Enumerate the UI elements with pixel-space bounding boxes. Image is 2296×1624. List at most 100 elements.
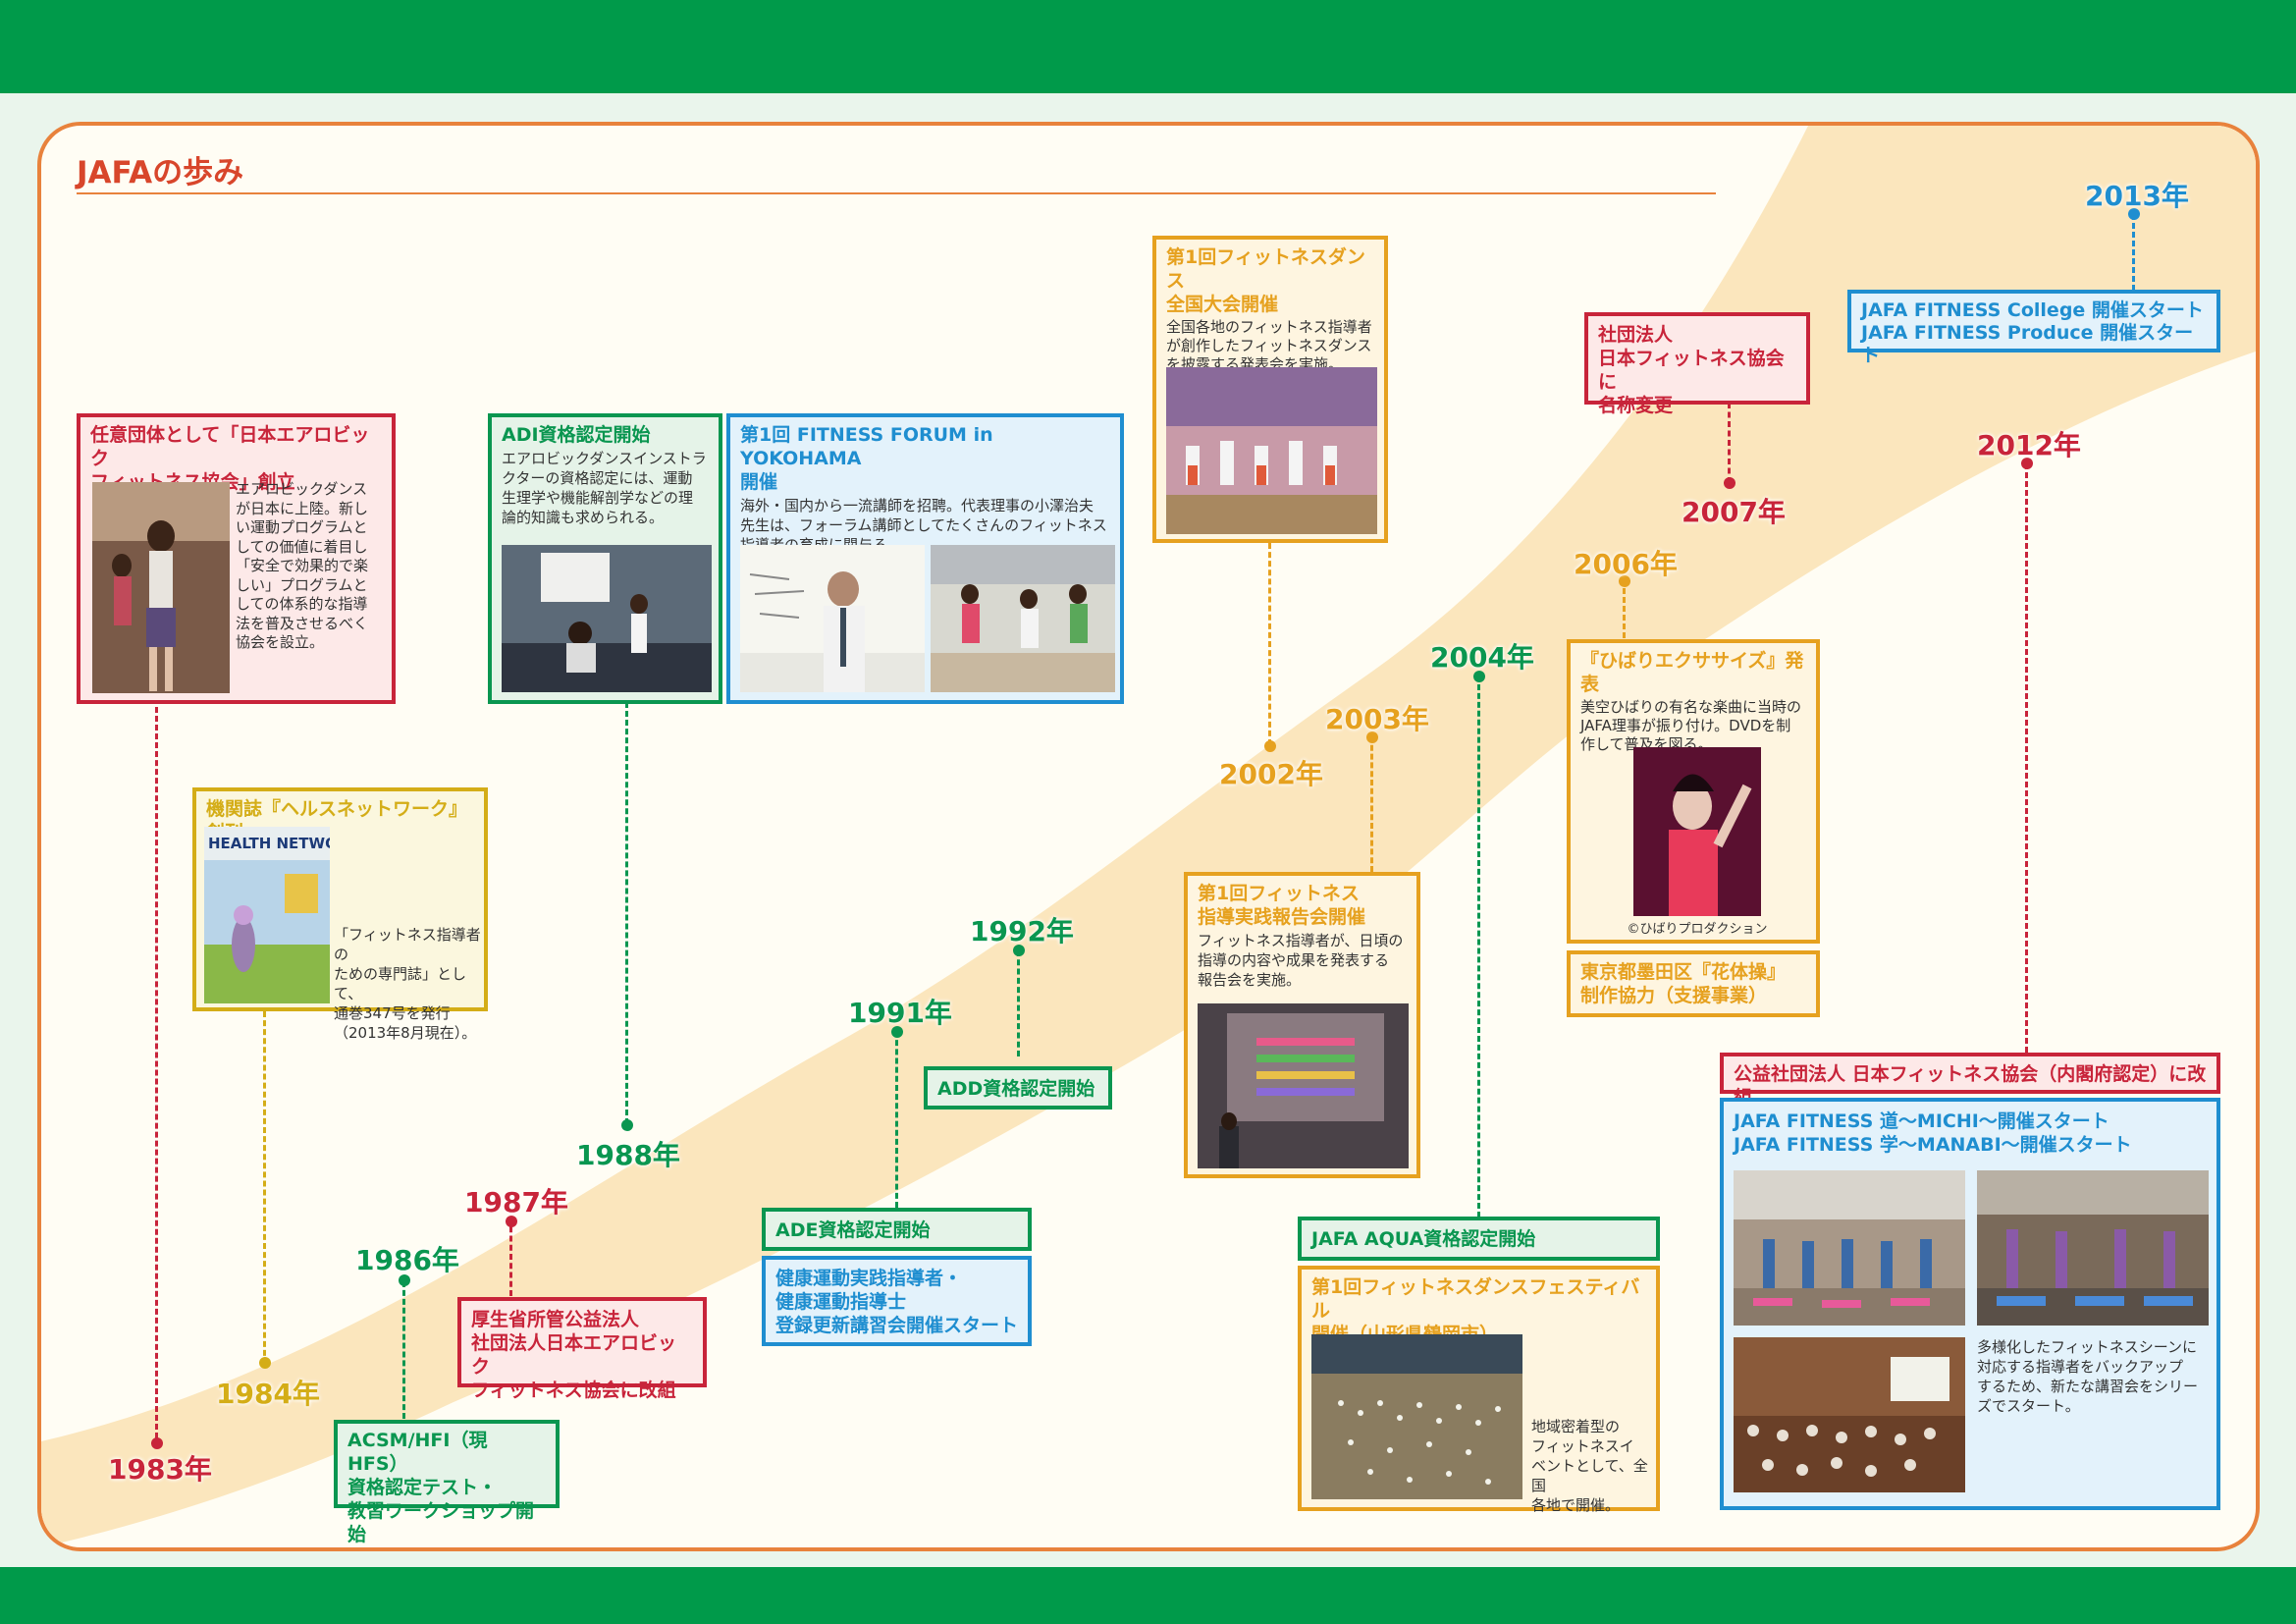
title-underline (77, 192, 1716, 194)
connector-1984 (263, 1011, 266, 1365)
year-2002: 2002年 (1219, 758, 1323, 790)
dot-2006 (1619, 575, 1630, 587)
year-1986: 1986年 (355, 1244, 459, 1276)
event-1986-card: ACSM/HFI（現HFS） 資格認定テスト・ 教習ワークショップ開始 (334, 1420, 560, 1545)
event-2006b-heading: 東京都墨田区『花体操』 制作協力（支援事業） (1580, 961, 1787, 1006)
event-1983-text: エアロビックダンス が日本に上陸。新し い運動プログラムと しての価値に着目し … (236, 480, 369, 651)
dot-2003 (1366, 731, 1378, 743)
event-2012b-text: 多様化したフィットネスシーンに 対応する指導者をバックアップ するため、新たな講… (1977, 1338, 2199, 1415)
year-2007: 2007年 (1682, 496, 1786, 528)
event-forum-card: 第1回 FITNESS FORUM in YOKOHAMA 開催 海外・国内から… (726, 413, 1124, 704)
forum-dance-photo (931, 545, 1115, 692)
connector-2003 (1370, 736, 1373, 872)
event-1991a-heading: ADE資格認定開始 (775, 1219, 931, 1241)
event-2003-card: 第1回フィットネス 指導実践報告会開催 フィットネス指導者が、日頃の 指導の内容… (1184, 872, 1420, 1178)
event-1992-heading: ADD資格認定開始 (937, 1078, 1095, 1100)
event-2007-heading: 社団法人 日本フィットネス協会に 名称変更 (1598, 324, 1785, 416)
aerobics-photo (92, 482, 230, 693)
event-2006b-card: 東京都墨田区『花体操』 制作協力（支援事業） (1567, 950, 1820, 1017)
hibari-credit: ©ひばりプロダクション (1627, 922, 1768, 937)
connector-2002 (1268, 543, 1271, 745)
event-2007-card: 社団法人 日本フィットネス協会に 名称変更 (1584, 312, 1810, 416)
forum-lecturer-photo (740, 545, 925, 692)
dot-1988 (621, 1119, 633, 1131)
event-1988-text: エアロビックダンスインストラ クターの資格認定には、運動 生理学や機能解剖学など… (502, 450, 707, 526)
event-2006a-text: 美空ひばりの有名な楽曲に当時の JAFA理事が振り付け。DVDを制 作して普及を… (1580, 698, 1802, 753)
event-2004a-card: JAFA AQUA資格認定開始 (1298, 1217, 1660, 1261)
connector-1992 (1017, 950, 1020, 1056)
page-title: JAFAの歩み (77, 155, 244, 190)
bottom-green-bar (0, 1567, 2296, 1624)
dance-contest-photo (1166, 367, 1377, 534)
connector-1987 (509, 1218, 512, 1296)
year-1984: 1984年 (216, 1378, 320, 1410)
year-2013: 2013年 (2085, 180, 2189, 212)
event-2012a-card: 公益社団法人 日本フィットネス協会（内閣府認定）に改組 (1720, 1053, 2220, 1109)
event-1991b-card: 健康運動実践指導者・ 健康運動指導士 登録更新講習会開催スタート (762, 1256, 1032, 1346)
event-1991a-card: ADE資格認定開始 (762, 1208, 1032, 1251)
michi-photo-2 (1977, 1170, 2209, 1326)
connector-2013 (2132, 214, 2135, 308)
connector-2006 (1623, 579, 1626, 638)
event-1988-card: ADI資格認定開始 エアロビックダンスインストラ クターの資格認定には、運動 生… (488, 413, 722, 704)
event-2013-heading: JAFA FITNESS College 開催スタート JAFA FITNESS… (1861, 299, 2204, 366)
connector-1988 (625, 702, 628, 1124)
connector-2007 (1728, 403, 1731, 483)
year-1992: 1992年 (970, 915, 1074, 947)
event-1983-card: 任意団体として「日本エアロビック フィットネス協会」創立 エアロビックダンス が… (77, 413, 396, 704)
dot-1992 (1013, 945, 1025, 956)
year-2003: 2003年 (1325, 703, 1429, 735)
event-2006a-heading: 『ひばりエクササイズ』発表 (1580, 650, 1804, 695)
dot-1986 (399, 1274, 410, 1286)
year-2006: 2006年 (1574, 548, 1678, 580)
dot-2013 (2128, 208, 2140, 220)
event-2012b-card: JAFA FITNESS 道〜MICHI〜開催スタート JAFA FITNESS… (1720, 1098, 2220, 1510)
diagonal-band (41, 126, 2256, 1547)
event-1986-heading: ACSM/HFI（現HFS） 資格認定テスト・ 教習ワークショップ開始 (347, 1430, 535, 1545)
magazine-cover: HEALTH NETWORK (204, 827, 330, 1003)
connector-1986 (402, 1281, 405, 1419)
event-2003-heading: 第1回フィットネス 指導実践報告会開催 (1198, 883, 1366, 928)
event-1987-card: 厚生省所管公益法人 社団法人日本エアロビック フィットネス協会に改組 (457, 1297, 707, 1401)
event-1987-heading: 厚生省所管公益法人 社団法人日本エアロビック フィットネス協会に改組 (471, 1309, 677, 1401)
year-1983: 1983年 (108, 1453, 212, 1486)
connector-1991 (895, 1031, 898, 1208)
event-forum-heading: 第1回 FITNESS FORUM in YOKOHAMA 開催 (740, 424, 993, 493)
connector-2012 (2025, 463, 2028, 1053)
event-1984-card: 機関誌『ヘルスネットワーク』創刊 HEALTH NETWORK 「フィットネス指… (192, 787, 488, 1042)
event-2003-text: フィットネス指導者が、日頃の 指導の内容や成果を発表する 報告会を実施。 (1198, 932, 1404, 989)
year-2004: 2004年 (1430, 641, 1534, 674)
event-2004b-text: 地域密着型の フィットネスイ ベントとして、全国 各地で開催。 (1531, 1418, 1648, 1514)
dot-1991 (891, 1026, 903, 1038)
event-2012b-heading: JAFA FITNESS 道〜MICHI〜開催スタート JAFA FITNESS… (1734, 1110, 2132, 1156)
magazine-title: HEALTH NETWORK (208, 835, 330, 852)
event-1988-heading: ADI資格認定開始 (502, 424, 651, 446)
event-2013-card: JAFA FITNESS College 開催スタート JAFA FITNESS… (1847, 290, 2220, 366)
year-1991: 1991年 (848, 997, 952, 1029)
dot-1987 (506, 1216, 517, 1227)
michi-photo-1 (1734, 1170, 1965, 1326)
top-green-bar (0, 0, 2296, 93)
manabi-photo (1734, 1337, 1965, 1492)
year-2012: 2012年 (1977, 429, 2081, 461)
dot-1983 (151, 1437, 163, 1449)
event-2002-text: 全国各地のフィットネス指導者 が創作したフィットネスダンス を披露する発表会を実… (1166, 318, 1372, 373)
event-2006a-card: 『ひばりエクササイズ』発表 美空ひばりの有名な楽曲に当時の JAFA理事が振り付… (1567, 639, 1820, 944)
event-2004b-card: 第1回フィットネスダンスフェスティバル 開催（山形県鶴岡市） 地域密着型の フィ… (1298, 1266, 1660, 1514)
dot-2007 (1724, 477, 1735, 489)
dot-1984 (259, 1357, 271, 1369)
connector-2004 (1477, 676, 1480, 1218)
report-meeting-photo (1198, 1003, 1409, 1168)
dot-2004 (1473, 671, 1485, 682)
event-2002-heading: 第1回フィットネスダンス 全国大会開催 (1166, 246, 1365, 315)
event-2004a-heading: JAFA AQUA資格認定開始 (1311, 1228, 1536, 1250)
festival-photo (1311, 1334, 1522, 1499)
dot-2002 (1264, 740, 1276, 752)
event-2002-card: 第1回フィットネスダンス 全国大会開催 全国各地のフィットネス指導者 が創作した… (1152, 236, 1388, 543)
year-1988: 1988年 (576, 1139, 680, 1171)
lecture-photo (502, 545, 712, 692)
hibari-photo (1633, 747, 1761, 916)
event-1992-card: ADD資格認定開始 (924, 1066, 1112, 1110)
event-1984-text: 「フィットネス指導者の ための専門誌」として、 通巻347号を発行 （2013年… (334, 926, 481, 1042)
dot-2012 (2021, 458, 2033, 469)
